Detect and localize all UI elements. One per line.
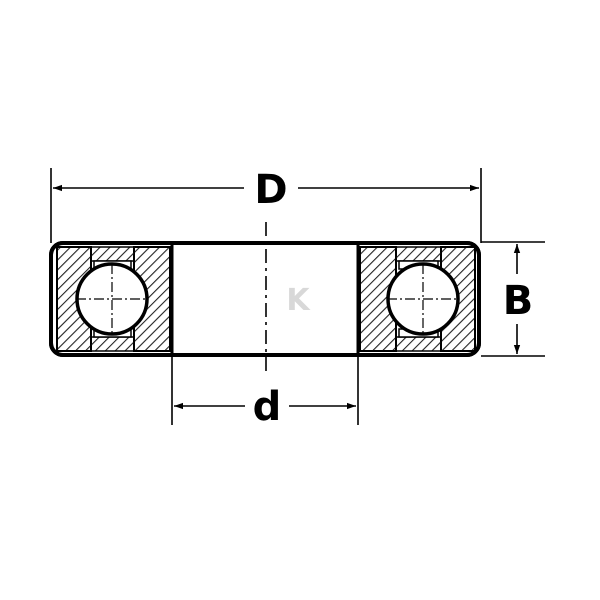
dimension-B: B (481, 241, 545, 357)
D-label: D (254, 167, 287, 213)
dimension-D: D (50, 167, 482, 243)
B-label: B (503, 278, 534, 324)
right-ring-top-hatch (395, 246, 442, 262)
watermark-logo: K (286, 283, 311, 318)
d-label: d (253, 384, 282, 430)
right-ring-bottom-hatch (395, 336, 442, 352)
dimension-d: d (171, 355, 359, 430)
bearing-bore (172, 243, 358, 355)
bearing-outer-edge (49, 241, 481, 357)
left-ring-bottom-hatch (90, 336, 135, 352)
right-section (359, 246, 476, 352)
left-ring-top-hatch (90, 246, 135, 262)
left-section (56, 246, 171, 352)
